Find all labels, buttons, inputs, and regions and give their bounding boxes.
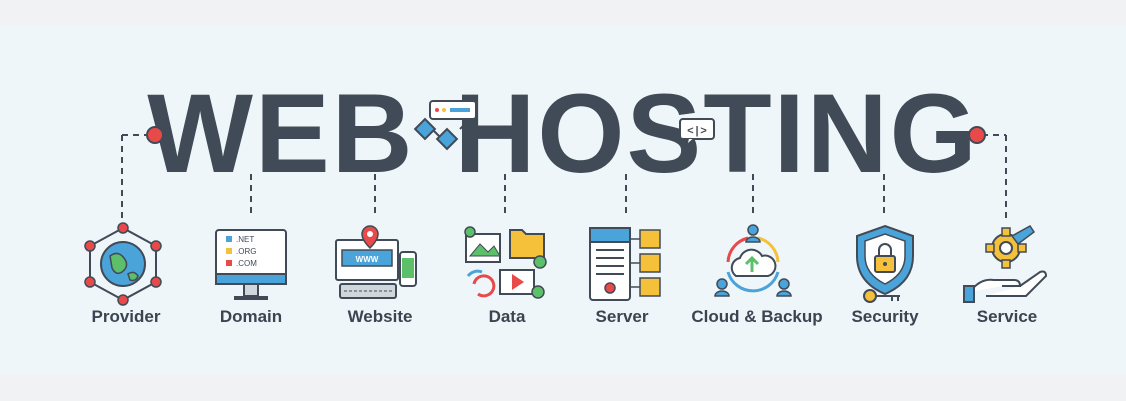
ext-net: .NET bbox=[236, 235, 254, 244]
label-service: Service bbox=[976, 307, 1038, 326]
shield-lock-icon bbox=[856, 224, 914, 303]
hand-gear-icon bbox=[963, 225, 1048, 303]
data-files-icon bbox=[464, 226, 547, 299]
left-red-dot bbox=[146, 126, 164, 144]
label-provider: Provider bbox=[91, 307, 161, 326]
left-connector bbox=[121, 134, 150, 218]
server-rack-icon bbox=[589, 227, 661, 301]
label-server: Server bbox=[595, 307, 649, 326]
label-domain: Domain bbox=[219, 307, 283, 326]
website-computer-icon: WWW bbox=[335, 225, 417, 299]
right-red-dot bbox=[968, 126, 986, 144]
title-word-hosting: HOSTING bbox=[454, 71, 979, 196]
label-website: Website bbox=[347, 307, 413, 326]
ext-com: .COM bbox=[236, 259, 257, 268]
label-cloud-backup: Cloud & Backup bbox=[691, 307, 823, 326]
ext-org: .ORG bbox=[236, 247, 256, 256]
drop-connectors bbox=[250, 174, 885, 218]
title-word-web: WEB bbox=[147, 71, 415, 196]
code-bubble-icon: <|> bbox=[679, 118, 715, 149]
www-text: WWW bbox=[356, 255, 379, 264]
connector-overlay: <|> bbox=[121, 100, 1007, 218]
code-tag-text: <|> bbox=[687, 126, 707, 138]
right-connector bbox=[982, 134, 1007, 218]
web-hosting-banner: WEB HOSTING bbox=[0, 26, 1126, 374]
monitor-domain-icon: .NET .ORG .COM bbox=[215, 229, 287, 300]
workflow-browser-icon bbox=[413, 100, 477, 151]
label-data: Data bbox=[488, 307, 526, 326]
globe-network-icon bbox=[84, 222, 162, 306]
label-security: Security bbox=[851, 307, 919, 326]
cloud-backup-icon bbox=[714, 224, 792, 297]
